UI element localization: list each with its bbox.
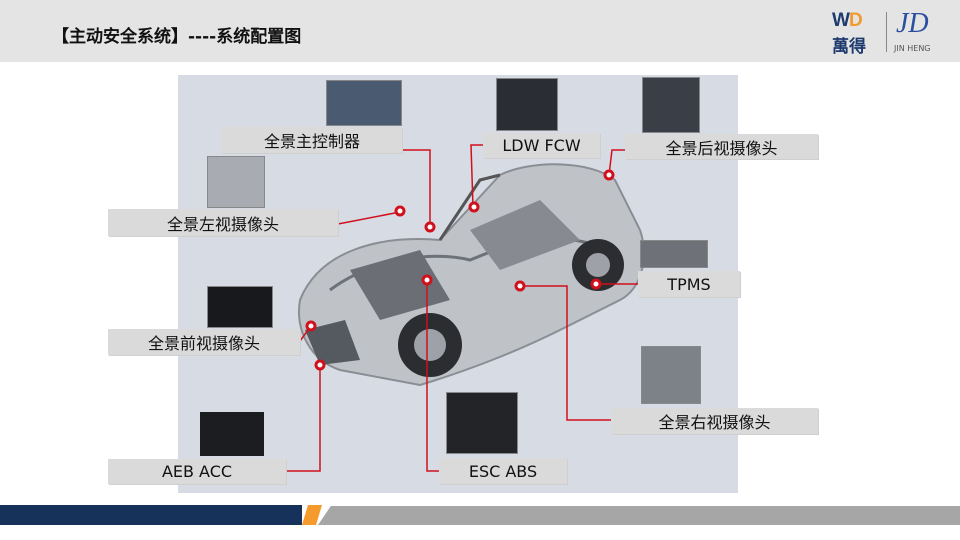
page-title: 【主动安全系统】----系统配置图 — [52, 27, 302, 47]
label-rear-camera: 全景后视摄像头 — [625, 134, 818, 159]
label-front-camera: 全景前视摄像头 — [108, 329, 300, 355]
label-ldw-fcw: LDW FCW — [483, 133, 600, 158]
footer-orange-slash — [302, 505, 322, 525]
tpms-sensor-thumbnail — [640, 240, 708, 268]
label-esc-abs: ESC ABS — [439, 458, 567, 484]
logo-divider — [886, 12, 887, 52]
footer-navy-bar — [0, 505, 302, 525]
rear-camera-thumbnail — [642, 77, 700, 133]
esc-module-thumbnail — [446, 392, 518, 454]
controller-thumbnail — [326, 80, 402, 126]
company-logo: WD 萬得 JD JIN HENG — [828, 8, 956, 57]
label-tpms: TPMS — [638, 271, 740, 297]
label-aeb-acc: AEB ACC — [108, 459, 286, 484]
car-illustration — [298, 163, 645, 387]
label-right-camera: 全景右视摄像头 — [611, 408, 818, 434]
right-camera-thumbnail — [641, 346, 701, 404]
ldw-camera-thumbnail — [496, 78, 558, 131]
wd-logo: WD — [832, 10, 863, 31]
radar-sensor-thumbnail — [200, 412, 264, 456]
logo-english: JIN HENG — [894, 44, 931, 53]
left-camera-thumbnail — [207, 156, 265, 208]
label-main-controller: 全景主控制器 — [222, 127, 402, 153]
front-camera-thumbnail — [207, 286, 273, 328]
jd-logo: JD — [896, 8, 929, 39]
logo-chinese: 萬得 — [832, 37, 866, 57]
label-left-camera: 全景左视摄像头 — [108, 209, 338, 236]
footer-gray-bar — [318, 506, 960, 525]
header-bar: 【主动安全系统】----系统配置图 WD 萬得 JD JIN HENG — [0, 0, 960, 62]
